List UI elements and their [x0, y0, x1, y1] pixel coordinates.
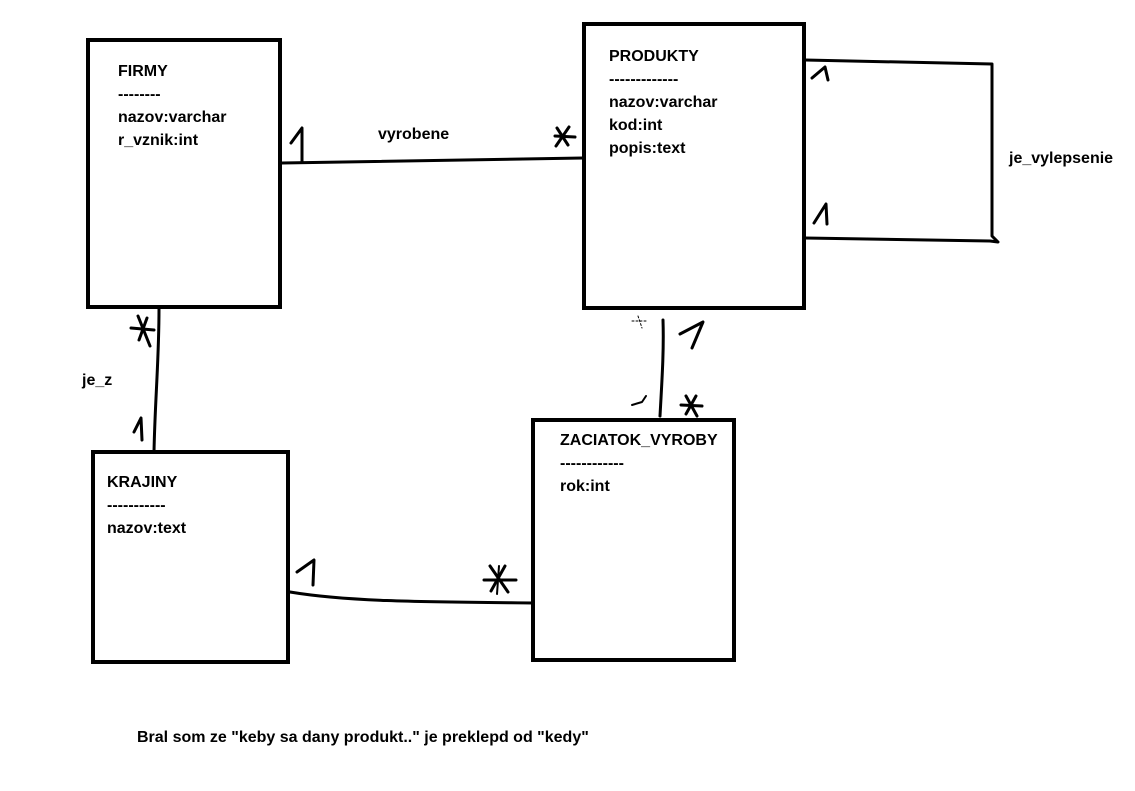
- line-je-z: [152, 307, 161, 454]
- card-many-zaciatok-produkty: [679, 394, 704, 418]
- entity-title: PRODUKTY: [609, 48, 699, 65]
- card-one-vylepsenie-top: [810, 65, 830, 82]
- entity-produkty[interactable]: PRODUKTY ------------- nazov:varchar kod…: [582, 22, 806, 310]
- entity-attribute: kod:int: [609, 117, 663, 134]
- relationship-label-je-vylepsenie: je_vylepsenie: [1009, 150, 1114, 167]
- footer-note: Bral som ze "keby sa dany produkt.." je …: [137, 729, 589, 746]
- entity-title: KRAJINY: [107, 474, 178, 491]
- card-one-vylepsenie-bottom: [812, 202, 829, 226]
- card-one-krajiny-zaciatok: [295, 558, 316, 587]
- relationship-label-vyrobene: vyrobene: [378, 126, 450, 143]
- card-many-firmy-je-z: [129, 314, 156, 348]
- card-one-krajiny-je-z: [132, 416, 144, 442]
- line-vyrobene: [280, 156, 585, 165]
- entity-attribute: r_vznik:int: [118, 132, 199, 149]
- entity-separator: -----------: [107, 497, 166, 514]
- entity-separator: -------------: [609, 71, 679, 88]
- eraser-remnant: [631, 315, 647, 406]
- relationship-label-je-z: je_z: [82, 372, 113, 389]
- entity-separator: ------------: [560, 455, 624, 472]
- entity-attribute: nazov:varchar: [118, 109, 227, 126]
- entity-attribute: rok:int: [560, 478, 610, 495]
- card-one-firmy-vyrobene: [289, 126, 304, 164]
- entity-krajiny[interactable]: KRAJINY ----------- nazov:text: [91, 450, 290, 664]
- entity-title: ZACIATOK_VYROBY: [560, 432, 718, 449]
- line-krajiny-zaciatok: [288, 590, 535, 605]
- line-produkty-zaciatok: [658, 318, 665, 418]
- entity-zaciatok-vyroby[interactable]: ZACIATOK_VYROBY ------------ rok:int: [531, 418, 736, 662]
- card-one-produkty-zaciatok: [678, 320, 705, 350]
- entity-attribute: popis:text: [609, 140, 686, 157]
- entity-attribute: nazov:varchar: [609, 94, 718, 111]
- entity-separator: --------: [118, 86, 161, 103]
- line-je-vylepsenie: [803, 58, 1000, 244]
- entity-firmy[interactable]: FIRMY -------- nazov:varchar r_vznik:int: [86, 38, 282, 309]
- entity-attribute: nazov:text: [107, 520, 187, 537]
- card-many-produkty-vyrobene: [553, 125, 577, 148]
- card-many-zaciatok-krajiny: [482, 564, 518, 595]
- entity-title: FIRMY: [118, 63, 168, 80]
